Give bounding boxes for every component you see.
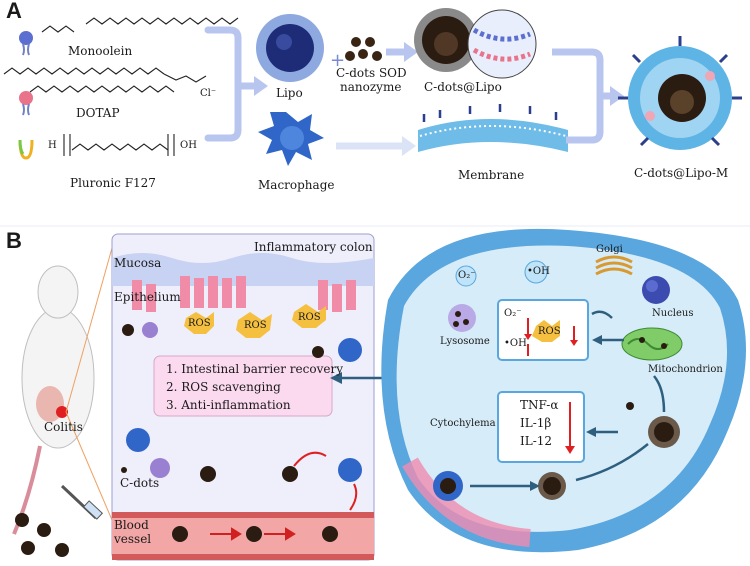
ros-label-3: ROS	[298, 312, 321, 323]
flow-arrows	[210, 527, 296, 541]
syringe	[60, 484, 104, 520]
mucosa-label: Mucosa	[114, 256, 162, 270]
chem-h-label: H	[48, 140, 57, 151]
mouse-body	[12, 265, 95, 535]
ros-box-ros-label: ROS	[538, 326, 561, 337]
ros-box-o2-label: O₂⁻	[504, 308, 522, 319]
panel-b-letter: B	[6, 228, 22, 253]
lipo-label: Lipo	[276, 86, 303, 100]
panel-a-letter: A	[6, 0, 22, 23]
colitis-label: Colitis	[44, 420, 83, 434]
blood-vessel-label-2: vessel	[114, 532, 152, 546]
dotap-structure	[3, 67, 207, 93]
epithelium-cells	[132, 276, 356, 312]
monoolein-icon	[19, 31, 33, 56]
pluronic-label: Pluronic F127	[70, 176, 156, 190]
cell-particles	[433, 402, 680, 501]
colon-particles	[121, 322, 362, 482]
effect-barrier: 1. Intestinal barrier recovery	[166, 362, 343, 376]
membrane-sheet	[418, 104, 568, 152]
cdots-lipo-label: C-dots@Lipo	[424, 80, 502, 94]
nucleus-organelle	[642, 276, 670, 304]
monoolein-label: Monoolein	[68, 44, 133, 58]
nanozyme-label-2: nanozyme	[340, 80, 402, 94]
dotap-icon	[19, 91, 33, 116]
cytochylema-label: Cytochylema	[430, 418, 496, 429]
o2-bubble	[455, 265, 477, 287]
inflamed-colon-label: Inflammatory colon	[254, 240, 373, 254]
final-label: C-dots@Lipo-M	[634, 166, 729, 180]
monoolein-structure	[41, 17, 239, 33]
pluronic-icon	[18, 139, 34, 160]
cytokine-il1b: IL-1β	[520, 416, 552, 430]
ros-box-oh-label: •OH	[504, 338, 527, 349]
macrophage-label: Macrophage	[258, 178, 335, 192]
cytokine-tnf: TNF-α	[520, 398, 559, 412]
chem-oh-label: OH	[180, 140, 197, 151]
dotap-label: DOTAP	[76, 106, 120, 120]
pluronic-structure	[63, 134, 175, 156]
cdots-lipo-m-sphere	[618, 36, 742, 150]
mitochondrion-label: Mitochondrion	[648, 364, 723, 375]
effect-ros: 2. ROS scavenging	[166, 380, 281, 394]
oh-bubble	[524, 260, 548, 284]
membrane-label: Membrane	[458, 168, 525, 182]
ros-bursts	[184, 304, 326, 338]
cytokine-il12: IL-12	[520, 434, 553, 448]
nanozyme-label-1: C-dots SOD	[336, 66, 407, 80]
effect-anti-inflammation: 3. Anti-inflammation	[166, 398, 291, 412]
golgi-label: Golgi	[596, 244, 623, 255]
mitochondrion-organelle	[621, 327, 683, 361]
chem-cl-label: Cl⁻	[200, 88, 217, 99]
epithelium-label: Epithelium	[114, 290, 181, 304]
cdots-nanozyme-dots	[345, 37, 382, 61]
ros-label-2: ROS	[244, 320, 267, 331]
nucleus-label: Nucleus	[652, 308, 694, 319]
oh-label: •OH	[527, 266, 550, 277]
lysosome-organelle	[448, 304, 476, 332]
ros-label-1: ROS	[188, 318, 211, 329]
svg-text:+: +	[330, 50, 345, 71]
lipo-sphere	[256, 14, 324, 82]
injected-particles	[15, 513, 69, 557]
lysosome-label: Lysosome	[440, 336, 490, 347]
macrophage-cell	[258, 112, 324, 166]
blood-vessel-label-1: Blood	[114, 518, 149, 532]
cdots-label: C-dots	[120, 476, 160, 490]
golgi-organelle	[595, 255, 633, 276]
cdots-lipo-sphere	[414, 8, 537, 79]
o2-label: O₂⁻	[458, 270, 476, 281]
